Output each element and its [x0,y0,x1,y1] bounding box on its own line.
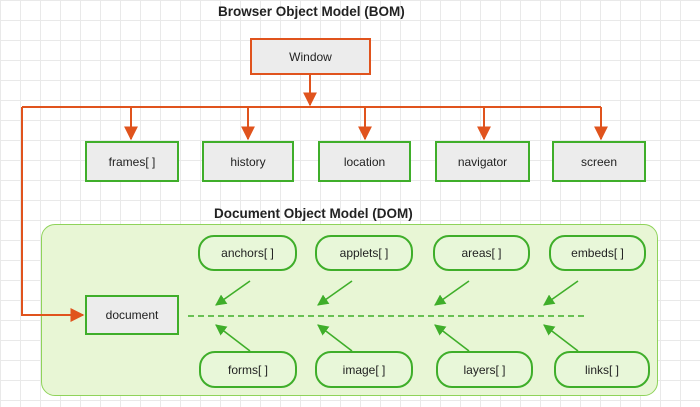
document-node: document [85,295,179,335]
dom-node-applets: applets[ ] [315,235,413,271]
bom-title: Browser Object Model (BOM) [218,4,405,19]
arrow-applets [317,280,353,306]
bom-node-navigator: navigator [435,141,530,182]
arrow-embeds [543,280,579,306]
arrow-layers [434,324,470,352]
bom-node-screen: screen [552,141,646,182]
dom-node-anchors: anchors[ ] [198,235,297,271]
dom-node-areas: areas[ ] [433,235,530,271]
arrow-document [21,107,85,322]
arrow-links [543,324,579,352]
dom-node-image: image[ ] [315,351,413,388]
arrow-anchors [215,280,251,306]
bom-node-history: history [202,141,294,182]
dom-node-layers: layers[ ] [436,351,533,388]
dom-node-forms: forms[ ] [199,351,297,388]
bom-node-frames: frames[ ] [85,141,179,182]
arrow-forms [215,324,251,352]
arrow-image [317,324,353,352]
dom-title: Document Object Model (DOM) [214,206,413,221]
arrow-areas [434,280,470,306]
bom-node-location: location [318,141,411,182]
dom-node-links: links[ ] [554,351,650,388]
dom-node-embeds: embeds[ ] [549,235,646,271]
window-node: Window [250,38,371,75]
